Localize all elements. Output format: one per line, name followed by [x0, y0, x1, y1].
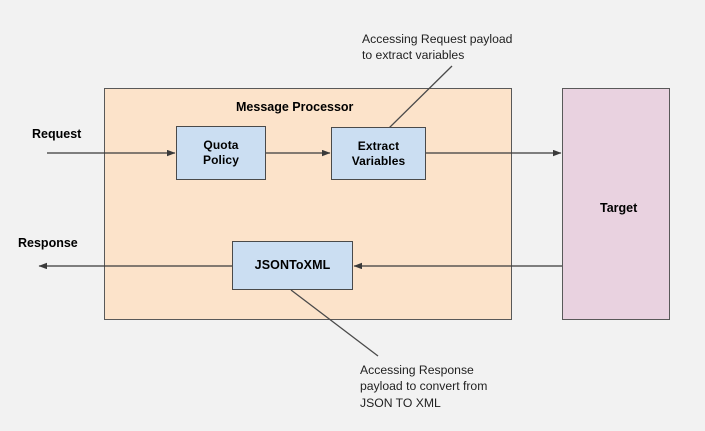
policy-box-extract-variables[interactable]: Extract Variables [331, 127, 426, 180]
target-container [562, 88, 670, 320]
policy-label-quota-policy: Quota Policy [203, 138, 239, 167]
policy-box-jsontoxml[interactable]: JSONToXML [232, 241, 353, 290]
policy-box-quota-policy[interactable]: Quota Policy [176, 126, 266, 180]
policy-label-jsontoxml: JSONToXML [254, 257, 331, 272]
annotation-response-payload: Accessing Response payload to convert fr… [360, 363, 488, 410]
request-label: Request [32, 127, 82, 141]
message-processor-title: Message Processor [236, 100, 354, 114]
response-label: Response [18, 236, 78, 250]
policy-label-extract-variables: Extract Variables [351, 138, 406, 168]
target-label: Target [600, 201, 638, 215]
annotation-request-payload: Accessing Request payload to extract var… [362, 32, 513, 63]
